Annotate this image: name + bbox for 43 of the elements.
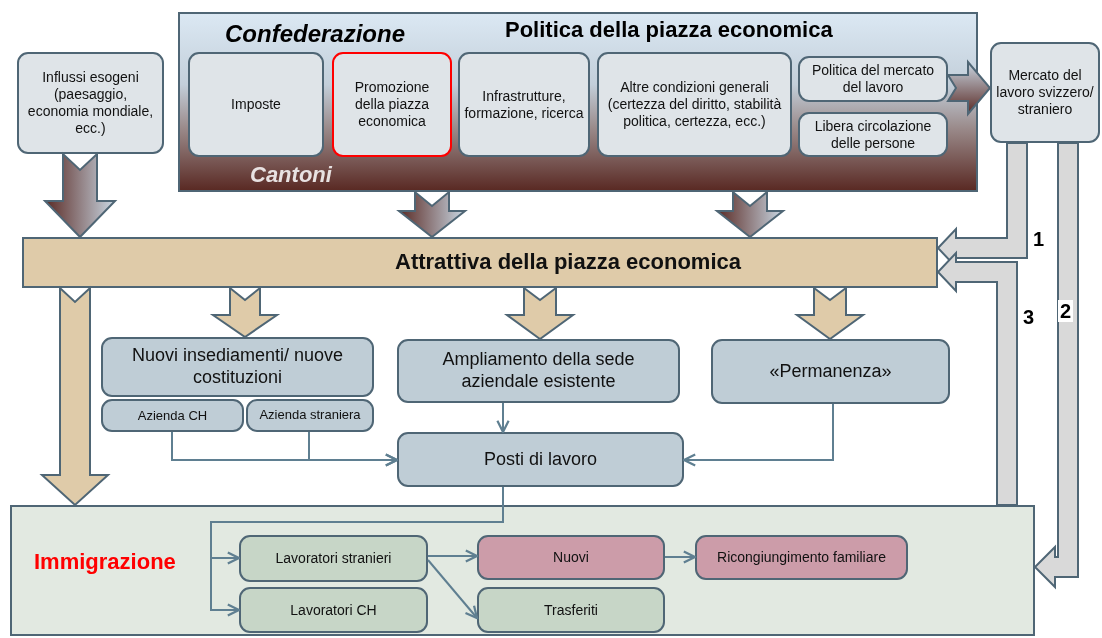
process-box: Imposte: [188, 52, 324, 157]
arrow: [664, 550, 697, 564]
block-arrow: [396, 189, 468, 239]
process-box: Mercato del lavoro svizzero/ straniero: [990, 42, 1100, 143]
block-arrow: [946, 59, 992, 117]
policy-panel: [178, 12, 978, 192]
process-box: Ricongiungimento familiare: [695, 535, 908, 580]
process-box: Altre condizioni generali (certezza del diritto, stabilità politica, certezza, ecc.): [597, 52, 792, 157]
process-box: Libera circolazione delle persone: [798, 112, 948, 157]
process-box: Ampliamento della sede aziendale esistente: [397, 339, 680, 403]
arrow: [427, 559, 479, 620]
panel-title: Politica della piazza economica: [505, 17, 833, 44]
block-arrow: [793, 286, 867, 341]
block-arrow: [503, 286, 577, 341]
block-arrow: [714, 189, 786, 239]
block-arrow: [42, 151, 118, 239]
arrow: [427, 549, 479, 563]
process-box: Nuovi: [477, 535, 665, 580]
arrow: [682, 403, 834, 467]
process-box: Azienda CH: [101, 399, 244, 432]
block-arrow: [39, 285, 111, 507]
worker-box: Trasferiti: [477, 587, 665, 633]
process-box: «Permanenza»: [711, 339, 950, 404]
block-arrow: [209, 285, 281, 339]
immigration-panel: [10, 505, 1035, 636]
edge-label: 2: [1058, 300, 1074, 322]
section-heading: Immigrazione: [34, 549, 176, 576]
arrow: [308, 431, 399, 467]
process-box: Infrastrutture, formazione, ricerca: [458, 52, 590, 157]
process-box: Nuovi insediamenti/ nuove costituzioni: [101, 337, 374, 397]
block-arrow: [1033, 142, 1079, 590]
government-heading: Cantoni: [250, 162, 332, 189]
process-box: Azienda straniera: [246, 399, 374, 432]
block-arrow: [936, 250, 1018, 506]
process-box: Posti di lavoro: [397, 432, 684, 487]
process-box: Politica del mercato del lavoro: [798, 56, 948, 102]
worker-box: Lavoratori CH: [239, 587, 428, 633]
process-box: Influssi esogeni (paesaggio, economia mondiale, ecc.): [17, 52, 164, 154]
attractiveness-band: Attrattiva della piazza economica: [22, 237, 938, 288]
worker-box: Lavoratori stranieri: [239, 535, 428, 582]
highlighted-box: Promozione della piazza economica: [332, 52, 452, 157]
government-heading: Confederazione: [225, 20, 406, 49]
arrow: [496, 402, 510, 434]
